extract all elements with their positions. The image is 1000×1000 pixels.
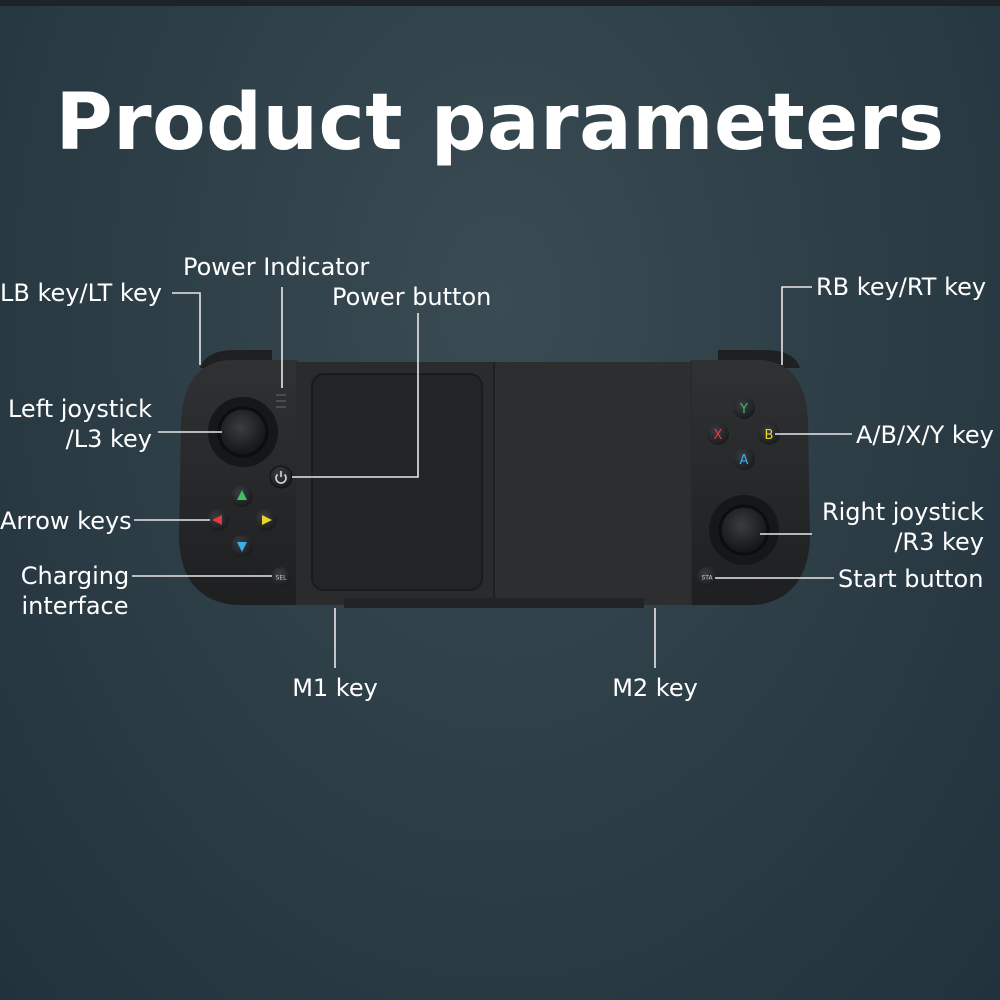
callout-rb-rt (781, 286, 812, 365)
x-button[interactable] (707, 423, 729, 445)
phone-holder-slide (494, 362, 690, 605)
rb-rt-label: RB key/RT key (816, 273, 987, 301)
y-button[interactable] (733, 397, 755, 419)
start-button[interactable] (697, 567, 717, 587)
charging-label-line1: Charging (20, 562, 130, 590)
y-button-label: Y (739, 402, 748, 417)
power-icon (275, 471, 287, 484)
top-bar (0, 0, 1000, 6)
arrow-up-icon (237, 490, 247, 500)
right-joystick-label-line2: /R3 key (894, 528, 984, 556)
select-button-label: SEL (276, 575, 288, 582)
left-joystick-label-line2: /L3 key (65, 425, 152, 453)
left-joystick[interactable] (217, 406, 269, 458)
charging-interface-label: Charging interface (10, 561, 140, 621)
b-button-label: B (765, 428, 774, 443)
right-joystick[interactable] (718, 504, 770, 556)
charging-label-line2: interface (21, 592, 129, 620)
left-joystick-label-line1: Left joystick (7, 395, 152, 423)
b-button[interactable] (758, 423, 780, 445)
arrow-left-icon (212, 515, 222, 525)
start-button-label: STA (701, 575, 713, 582)
x-button-label: X (714, 428, 723, 443)
power-indicator-label: Power Indicator (183, 253, 370, 281)
right-joystick-label-line1: Right joystick (821, 498, 984, 526)
select-button[interactable] (271, 567, 291, 587)
page-title: Product parameters (55, 78, 945, 168)
a-button-label: A (740, 453, 749, 468)
callout-lb-lt (172, 292, 201, 365)
m2-key-label: M2 key (612, 674, 698, 702)
abxy-label: A/B/X/Y key (856, 421, 994, 449)
arrow-keys-label: Arrow keys (0, 507, 132, 535)
arrow-right-icon (262, 515, 272, 525)
power-indicator-icon (276, 394, 286, 408)
m1-key-label: M1 key (292, 674, 378, 702)
phone-holder-pad (311, 373, 483, 591)
arrow-down-icon (237, 542, 247, 552)
left-joystick-label: Left joystick /L3 key (0, 394, 152, 454)
right-joystick-label: Right joystick /R3 key (814, 497, 984, 557)
a-button[interactable] (733, 448, 755, 470)
callout-lines (132, 286, 852, 668)
power-button-label: Power button (332, 283, 492, 311)
callout-power-button (292, 313, 419, 478)
start-button-callout-label: Start button (838, 565, 984, 593)
lb-lt-label: LB key/LT key (0, 279, 162, 307)
